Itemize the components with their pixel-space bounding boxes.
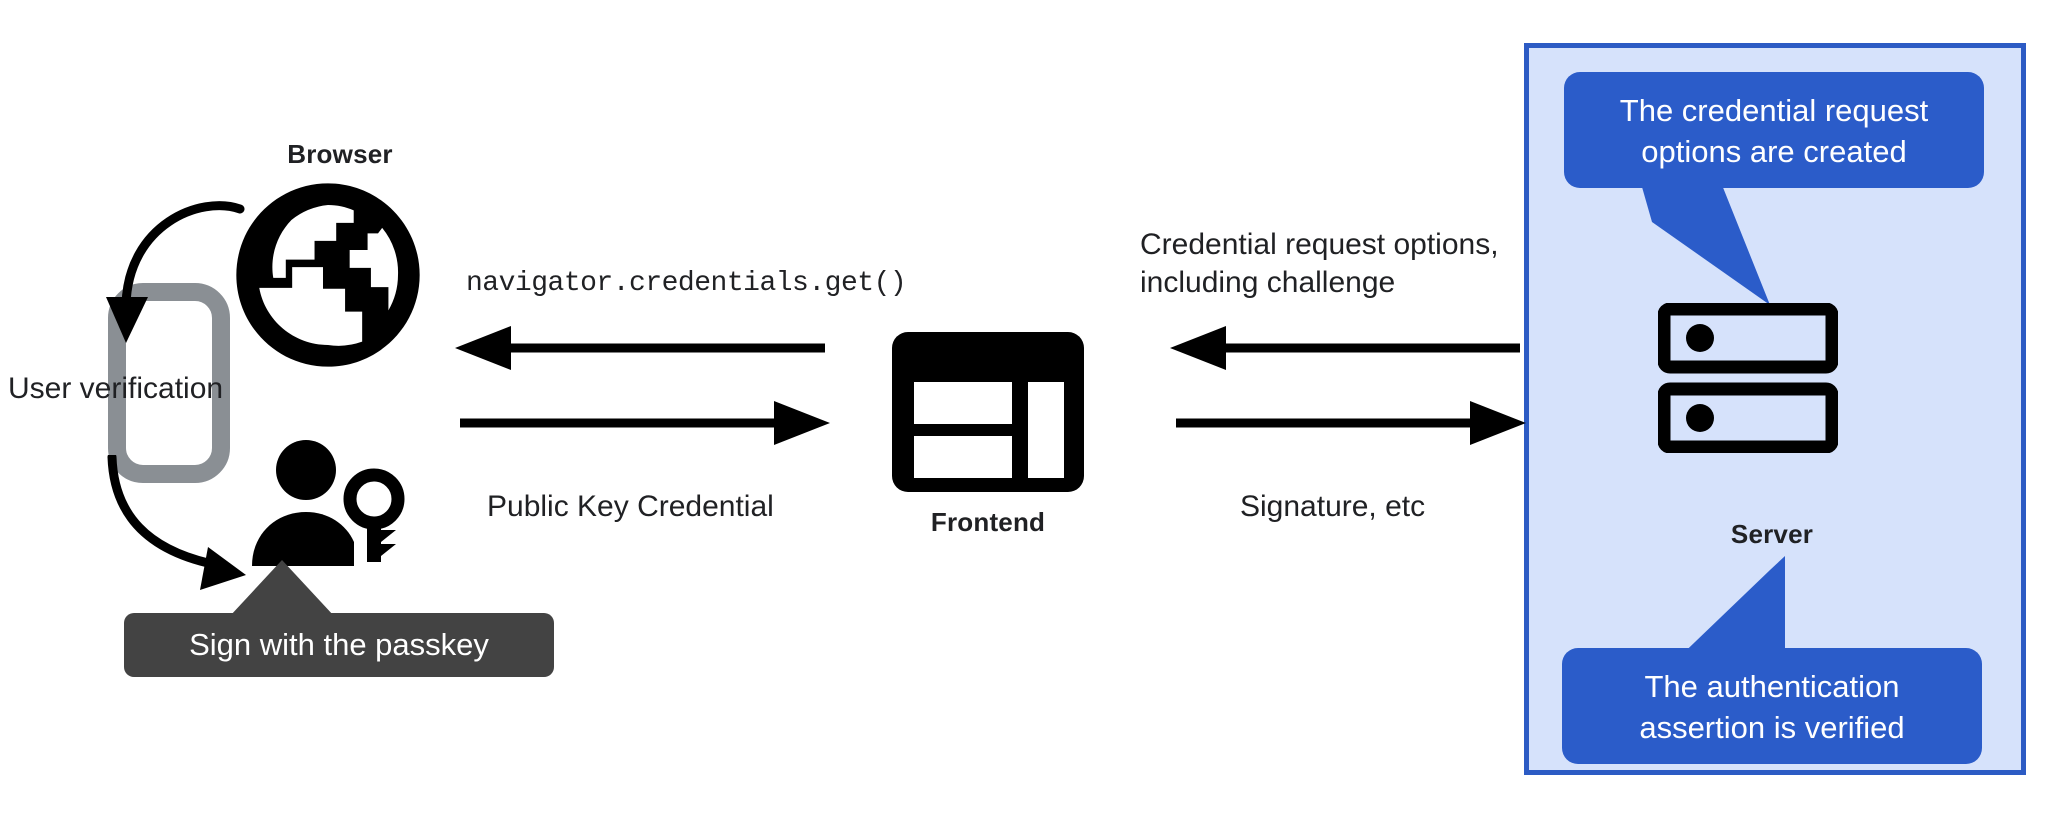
callout-credential-request-options: The credential request options are creat…: [1564, 72, 1984, 188]
server-rack-icon: [1658, 303, 1838, 453]
navigator-credentials-get-label: navigator.credentials.get(): [466, 268, 907, 299]
callout-top-line-2: options are created: [1641, 134, 1907, 169]
signature-etc-label: Signature, etc: [1240, 490, 1426, 523]
callout-authentication-assertion: The authentication assertion is verified: [1562, 648, 1982, 764]
passkey-tooltip: Sign with the passkey: [124, 613, 554, 677]
arrow-frontend-to-server: [1176, 401, 1526, 445]
browser-label: Browser: [287, 139, 393, 169]
dashboard-icon: [892, 332, 1084, 492]
credential-request-options-label-line-2: including challenge: [1140, 266, 1396, 299]
callout-bottom-tail: [1670, 556, 1785, 666]
arrow-frontend-to-browser: [455, 326, 825, 370]
callout-top-line-1: The credential request: [1619, 93, 1929, 128]
arrow-globe-to-phone: [106, 201, 245, 343]
user-verification-label: User verification: [8, 372, 224, 405]
arrow-browser-to-frontend: [460, 401, 830, 445]
passkey-tooltip-pointer: [230, 560, 334, 616]
callout-bottom-line-1: The authentication: [1644, 669, 1900, 704]
public-key-credential-label: Public Key Credential: [487, 490, 774, 523]
person-key-icon: [252, 440, 405, 566]
server-label: Server: [1730, 519, 1814, 549]
callout-bottom-line-2: assertion is verified: [1639, 710, 1905, 745]
credential-request-options-label-line-1: Credential request options,: [1140, 228, 1499, 261]
frontend-label: Frontend: [930, 507, 1046, 537]
phone-icon: [108, 283, 230, 483]
callout-top-tail: [1640, 180, 1770, 305]
globe-icon: [236, 183, 420, 367]
arrow-server-to-frontend: [1170, 326, 1520, 370]
arrow-phone-to-person: [107, 455, 246, 590]
